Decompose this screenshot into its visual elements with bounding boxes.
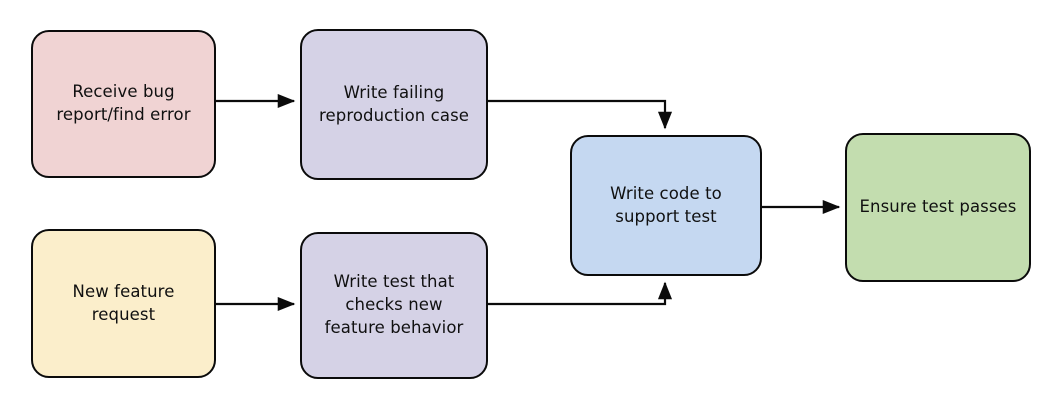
- node-write-failing-reproduction-case[interactable]: Write failing reproduction case: [300, 29, 488, 180]
- connector-reproduction-case-to-write-code: [488, 99, 673, 130]
- connector-write-test-to-write-code: [488, 281, 673, 306]
- node-ensure-test-passes[interactable]: Ensure test passes: [845, 133, 1031, 282]
- node-write-test-checks-new-feature-behavior[interactable]: Write test that checks new feature behav…: [300, 232, 488, 379]
- node-new-feature-request[interactable]: New feature request: [31, 229, 216, 378]
- node-receive-bug-report[interactable]: Receive bug report/find error: [31, 30, 216, 178]
- node-write-code-to-support-test[interactable]: Write code to support test: [570, 135, 762, 276]
